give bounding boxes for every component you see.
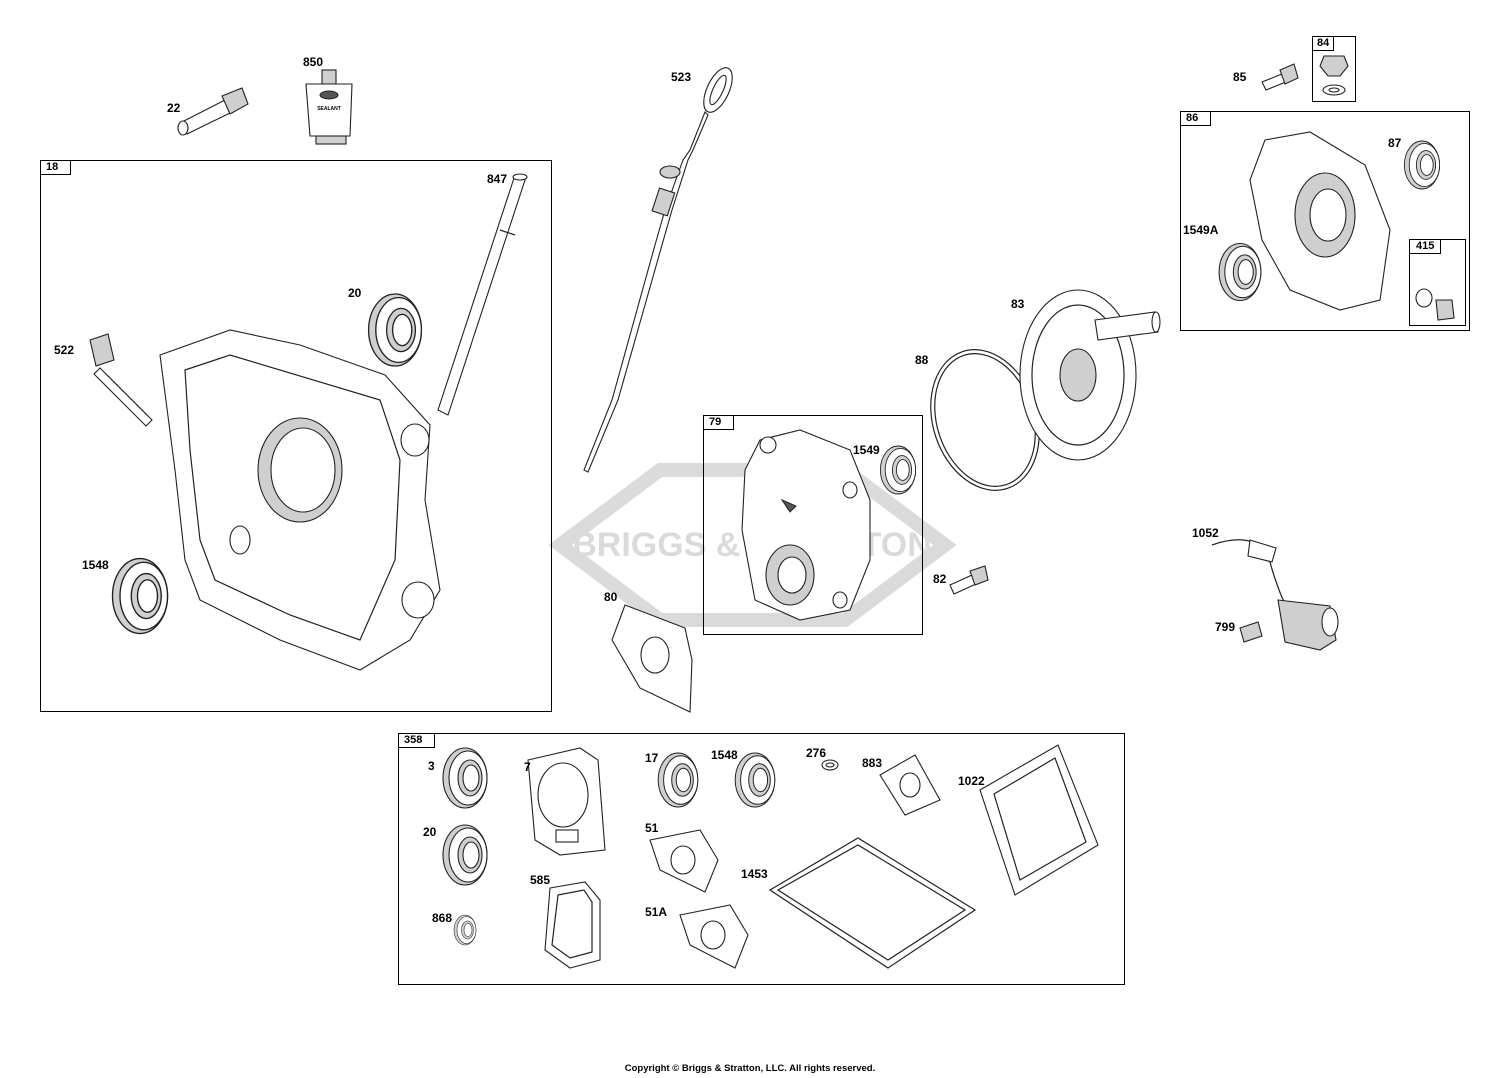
callout-1549: 1549 — [853, 443, 880, 457]
kit-part-51-gasket — [649, 829, 719, 893]
callout-1052: 1052 — [1192, 526, 1219, 540]
kit-part-51a-gasket — [679, 904, 749, 969]
part-1052-oil-sensor — [1211, 539, 1339, 651]
callout-51a: 51A — [645, 905, 668, 919]
part-86-housing — [1249, 131, 1391, 311]
callout-847: 847 — [487, 172, 508, 186]
callout-799: 799 — [1215, 620, 1236, 634]
callout-82: 82 — [933, 572, 947, 586]
part-22-bolt — [177, 87, 249, 136]
part-84-plug — [1319, 55, 1349, 96]
callout-1548-kit: 1548 — [711, 748, 738, 762]
callout-85: 85 — [1233, 70, 1247, 84]
group-84-box: 84 — [1312, 36, 1356, 102]
callout-87: 87 — [1388, 136, 1402, 150]
group-18-box: 18 — [40, 160, 552, 712]
callout-585: 585 — [530, 873, 551, 887]
part-850-sealant-tube: SEALANT — [305, 69, 353, 145]
callout-276: 276 — [806, 746, 827, 760]
part-522-sensor — [89, 333, 153, 427]
part-85-bolt — [1261, 63, 1299, 91]
callout-883: 883 — [862, 756, 883, 770]
callout-88: 88 — [915, 353, 929, 367]
callout-1549a: 1549A — [1183, 223, 1219, 237]
group-86-tag: 86 — [1180, 111, 1212, 126]
part-crankcase-housing — [159, 329, 441, 671]
group-415-box: 415 — [1409, 239, 1466, 326]
group-86-box: 86 — [1180, 111, 1470, 331]
callout-80: 80 — [604, 590, 618, 604]
callout-850: 850 — [303, 55, 324, 69]
callout-1022: 1022 — [958, 774, 985, 788]
callout-51: 51 — [645, 821, 659, 835]
kit-part-585-gasket — [544, 881, 601, 969]
group-358-box: 358 — [398, 733, 1125, 985]
svg-text:SEALANT: SEALANT — [317, 106, 341, 112]
kit-part-883-gasket — [879, 754, 941, 816]
callout-3: 3 — [428, 759, 435, 773]
callout-523: 523 — [671, 70, 692, 84]
part-82-bolt — [949, 565, 989, 595]
part-415-plug — [1415, 288, 1455, 321]
group-84-tag: 84 — [1312, 36, 1335, 51]
group-415-tag: 415 — [1409, 239, 1442, 254]
group-79-tag: 79 — [703, 415, 735, 430]
kit-part-1453-seal — [768, 837, 977, 969]
callout-1548-crankcase: 1548 — [82, 558, 109, 572]
part-523-dipstick — [583, 67, 733, 473]
callout-522: 522 — [54, 343, 75, 357]
callout-20-kit: 20 — [423, 825, 437, 839]
group-79-box: 79 — [703, 415, 923, 635]
callout-868: 868 — [432, 911, 453, 925]
kit-part-1022-gasket — [979, 744, 1099, 896]
part-847-tube — [437, 173, 528, 416]
callout-1453: 1453 — [741, 867, 768, 881]
group-358-tag: 358 — [398, 733, 436, 748]
callout-83: 83 — [1011, 297, 1025, 311]
part-79-cover — [741, 429, 871, 621]
callout-7: 7 — [524, 760, 531, 774]
part-80-gasket — [611, 604, 693, 713]
kit-part-276-ring — [821, 759, 839, 771]
group-18-tag: 18 — [40, 160, 72, 175]
kit-part-7-head-gasket — [527, 747, 606, 856]
copyright-footer: Copyright © Briggs & Stratton, LLC. All … — [624, 1063, 876, 1074]
callout-20-crankcase: 20 — [348, 286, 362, 300]
callout-17: 17 — [645, 751, 659, 765]
part-799-bolt — [1239, 621, 1263, 643]
part-83-gear-shaft — [1019, 289, 1161, 461]
callout-22: 22 — [167, 101, 181, 115]
